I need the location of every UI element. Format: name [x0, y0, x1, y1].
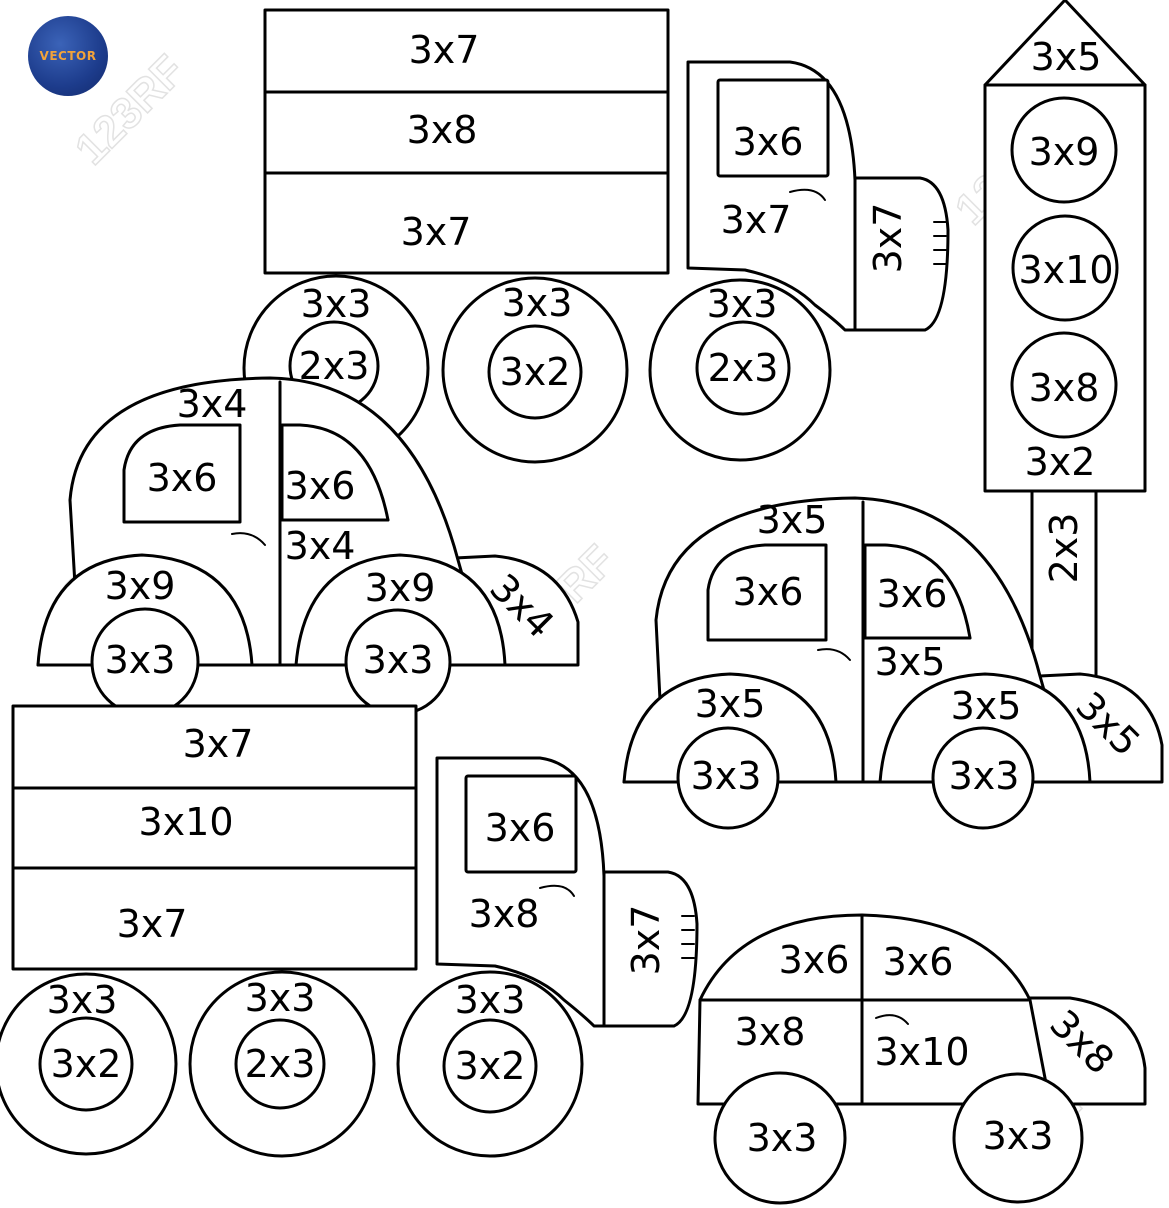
- door-handle: [789, 188, 826, 201]
- wheel-label: 3x3: [301, 282, 372, 326]
- wheel-label: 3x3: [707, 282, 778, 326]
- truck-cargo-box: [11, 704, 418, 971]
- truck-hub: [38, 1016, 134, 1112]
- rocket-exhaust: [1030, 488, 1098, 682]
- truck-cargo-box: [263, 8, 670, 275]
- truck-label: 3x7: [866, 203, 910, 274]
- truck-hub: [442, 1018, 538, 1114]
- car-wheel: [952, 1072, 1084, 1204]
- car-label: 3x4: [177, 382, 248, 426]
- hub-label: 3x2: [455, 1044, 526, 1088]
- rocket-porthole: [1011, 214, 1119, 322]
- wheel-label: 3x3: [983, 1114, 1054, 1158]
- car-label: 3x4: [285, 524, 356, 568]
- truck-hub: [234, 1018, 326, 1110]
- hub-label: 2x3: [708, 346, 779, 390]
- truck-bottom: 3x7 3x10 3x7 3x6 3x8 3x7 3x3 3x2 3x3 2x3…: [0, 704, 699, 1158]
- truck-label: 3x8: [469, 892, 540, 936]
- wheel-label: 3x3: [691, 754, 762, 798]
- car-wheel: [676, 726, 780, 830]
- door-handle: [231, 532, 266, 546]
- truck-hub: [695, 320, 791, 416]
- rocket-label: 3x8: [1029, 366, 1100, 410]
- truck-nose: [602, 870, 699, 1028]
- truck-window: [464, 774, 578, 874]
- truck-label: 3x8: [407, 108, 478, 152]
- truck-label: 3x7: [721, 198, 792, 242]
- car-label: 3x6: [883, 940, 954, 984]
- car-label: 3x6: [285, 464, 356, 508]
- car-bottom-right: 3x6 3x6 3x8 3x10 3x8 3x3 3x3: [696, 913, 1147, 1205]
- rocket-label: 3x5: [1031, 35, 1102, 79]
- car-label: 3x5: [757, 498, 828, 542]
- car-label: 3x9: [365, 566, 436, 610]
- car-label: 3x5: [951, 684, 1022, 728]
- car-right: 3x5 3x6 3x6 3x5 3x5 3x5 3x5 3x3 3x3: [622, 496, 1164, 830]
- wheel-label: 3x3: [105, 638, 176, 682]
- car-label: 3x6: [733, 570, 804, 614]
- car-label: 3x6: [779, 938, 850, 982]
- wheel-label: 3x3: [747, 1116, 818, 1160]
- car-left: 3x4 3x6 3x6 3x4 3x9 3x9 3x4 3x3 3x3: [36, 376, 580, 717]
- wheel-label: 3x3: [949, 754, 1020, 798]
- car-hood: [1018, 996, 1147, 1106]
- car-window: [706, 543, 828, 642]
- wheel-label: 3x3: [455, 978, 526, 1022]
- truck-label: 3x7: [117, 902, 188, 946]
- truck-nose: [853, 176, 950, 332]
- rocket-label: 3x10: [1018, 248, 1113, 292]
- truck-top: 3x7 3x8 3x7 3x6 3x7 3x7 3x3 2x3 3x3 3x2 …: [242, 8, 950, 464]
- wheel-label: 3x3: [363, 638, 434, 682]
- wheel-label: 3x3: [502, 281, 573, 325]
- truck-label: 3x10: [138, 800, 233, 844]
- truck-label: 3x7: [624, 905, 668, 976]
- truck-label: 3x7: [183, 722, 254, 766]
- car-window: [863, 543, 972, 640]
- hub-label: 2x3: [299, 344, 370, 388]
- hub-label: 3x2: [51, 1042, 122, 1086]
- car-label: 3x6: [147, 456, 218, 500]
- door-handle: [875, 1014, 909, 1025]
- car-label: 3x8: [735, 1010, 806, 1054]
- truck-window: [716, 78, 830, 178]
- rocket-porthole: [1010, 96, 1118, 204]
- hub-label: 3x2: [500, 350, 571, 394]
- logo-text: VECTOR: [39, 49, 97, 63]
- truck-label: 3x6: [485, 806, 556, 850]
- hub-label: 2x3: [245, 1042, 316, 1086]
- car-label: 3x5: [875, 640, 946, 684]
- car-wheel: [713, 1071, 847, 1205]
- truck-label: 3x6: [733, 120, 804, 164]
- brand-logo: VECTOR: [28, 16, 108, 96]
- car-wheel: [931, 726, 1035, 830]
- car-label: 3x9: [105, 564, 176, 608]
- door-handle: [539, 884, 575, 897]
- door-handle: [817, 648, 851, 661]
- rocket: 3x5 3x9 3x10 3x8 3x2 2x3: [983, 0, 1147, 682]
- wheel-label: 3x3: [47, 978, 118, 1022]
- truck-hub: [487, 324, 583, 420]
- rocket-label: 3x9: [1029, 130, 1100, 174]
- car-label: 3x5: [695, 682, 766, 726]
- car-label: 3x6: [877, 572, 948, 616]
- car-window: [280, 423, 390, 522]
- rocket-nose: [983, 0, 1147, 87]
- car-window: [122, 423, 242, 524]
- wheel-label: 3x3: [245, 976, 316, 1020]
- car-label: 3x10: [874, 1030, 969, 1074]
- rocket-porthole: [1010, 331, 1118, 439]
- truck-label: 3x7: [401, 210, 472, 254]
- truck-label: 3x7: [409, 28, 480, 72]
- rocket-label: 2x3: [1042, 513, 1086, 584]
- rocket-label: 3x2: [1025, 440, 1096, 484]
